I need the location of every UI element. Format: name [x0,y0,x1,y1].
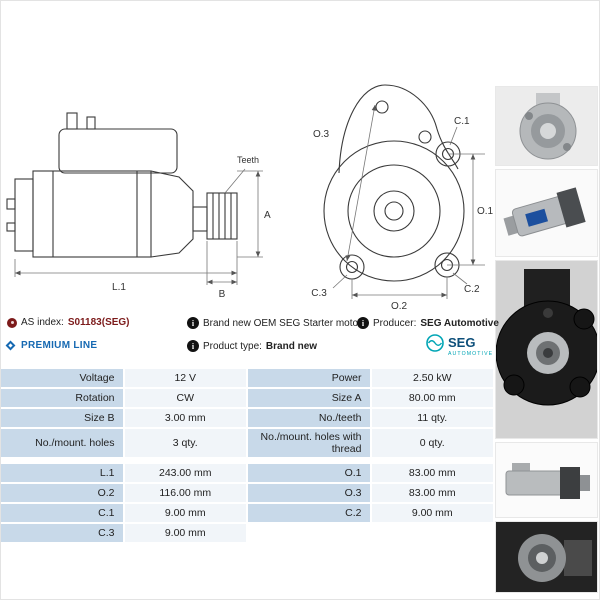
spec-value [372,524,494,542]
spec-label: L.1 [1,464,123,483]
table-row: C.3 9.00 mm [1,524,494,543]
starter-flange-closeup-photo[interactable] [494,260,598,439]
dim-b-label: B [219,289,226,300]
spec-label: Rotation [1,389,123,407]
teeth-label: Teeth [237,155,259,165]
starter-front-photo[interactable] [494,86,598,166]
spec-label: O.3 [248,484,370,503]
seg-logo-icon: SEG AUTOMOTIVE [426,334,493,357]
as-index-value: S01183(SEG) [67,317,130,328]
spec-label: No./mount. holes with thread [248,429,370,458]
spec-label: C.3 [1,524,123,543]
seg-logo-subtext: AUTOMOTIVE [448,351,493,357]
spec-label: Size A [248,389,370,407]
spec-label: O.1 [248,464,370,483]
product-type-label: Product type: [203,340,262,352]
spec-value: 116.00 mm [124,484,246,503]
spec-value: 83.00 mm [371,484,493,503]
spec-label [248,524,370,542]
dim-a-label: A [264,210,271,221]
dim-c1-label: C.1 [454,116,470,127]
producer-value: SEG Automotive [420,317,499,329]
spec-label: No./teeth [248,409,370,427]
producer-label: Producer: [373,317,417,329]
spec-value: 243.00 mm [124,464,246,483]
table-row: No./mount. holes 3 qty. No./mount. holes… [1,429,493,458]
side-view-drawing [6,112,238,258]
starter-rear-dark-photo[interactable] [494,521,598,593]
product-info-bar: AS index: S01183(SEG) i Brand new OEM SE… [1,313,499,363]
spec-value: 0 qty. [371,429,493,458]
dim-o2-label: O.2 [391,301,408,312]
front-view-drawing [323,84,465,282]
spec-value: 2.50 kW [371,369,493,387]
starter-horizontal-photo[interactable] [494,442,598,518]
spec-value: CW [124,389,246,407]
dim-o3-label: O.3 [313,129,330,140]
spec-label: Voltage [1,369,123,387]
seg-automotive-logo: SEG AUTOMOTIVE [425,331,493,359]
spec-value: 12 V [124,369,246,387]
info-icon[interactable]: i [357,317,369,329]
spec-label: C.1 [1,504,123,523]
spec-label: O.2 [1,484,123,503]
brand-new-note: i Brand new OEM SEG Starter motor [187,317,361,329]
dim-l1-label: L.1 [112,282,126,293]
premium-diamond-icon [5,340,16,351]
spec-label: C.2 [248,504,370,523]
dim-c2-label: C.2 [464,284,480,295]
spec-value: 11 qty. [371,409,493,427]
main-content: Teeth A L.1 B [1,1,499,599]
info-icon[interactable]: i [187,340,199,352]
premium-line-label: PREMIUM LINE [21,340,98,351]
spec-label: Size B [1,409,123,427]
as-index-label: AS index: [21,317,64,328]
table-row: L.1 243.00 mm O.1 83.00 mm [1,464,493,483]
premium-line-badge: PREMIUM LINE [5,340,98,351]
table-row: C.1 9.00 mm C.2 9.00 mm [1,504,493,523]
spec-value: 83.00 mm [371,464,493,483]
spec-value: 9.00 mm [124,524,246,543]
spec-value: 9.00 mm [124,504,246,523]
spec-value: 3.00 mm [124,409,246,427]
dim-c3-label: C.3 [311,288,327,299]
product-type-value: Brand new [265,340,318,352]
as-index: AS index: S01183(SEG) [7,317,130,328]
spec-value: 9.00 mm [371,504,493,523]
info-icon[interactable]: i [187,317,199,329]
table-row: Voltage 12 V Power 2.50 kW [1,369,493,387]
dim-o1-label: O.1 [477,206,493,217]
photo-column [493,1,599,599]
technical-drawings: Teeth A L.1 B [6,84,493,312]
spec-label: No./mount. holes [1,429,123,458]
spec-value: 80.00 mm [371,389,493,407]
producer-note: i Producer: SEG Automotive [357,317,499,329]
table-row: Rotation CW Size A 80.00 mm [1,389,493,407]
starter-side-photo[interactable] [494,169,598,257]
spec-label: Power [248,369,370,387]
brand-new-text: Brand new OEM SEG Starter motor [203,317,362,329]
table-row: O.2 116.00 mm O.3 83.00 mm [1,484,493,503]
as-index-icon [7,317,17,328]
product-type-note: i Product type: Brand new [187,340,317,352]
table-row: Size B 3.00 mm No./teeth 11 qty. [1,409,493,427]
spec-value: 3 qty. [124,429,246,458]
spec-table: Voltage 12 V Power 2.50 kW Rotation CW S… [1,369,494,543]
seg-logo-text: SEG [448,335,475,350]
